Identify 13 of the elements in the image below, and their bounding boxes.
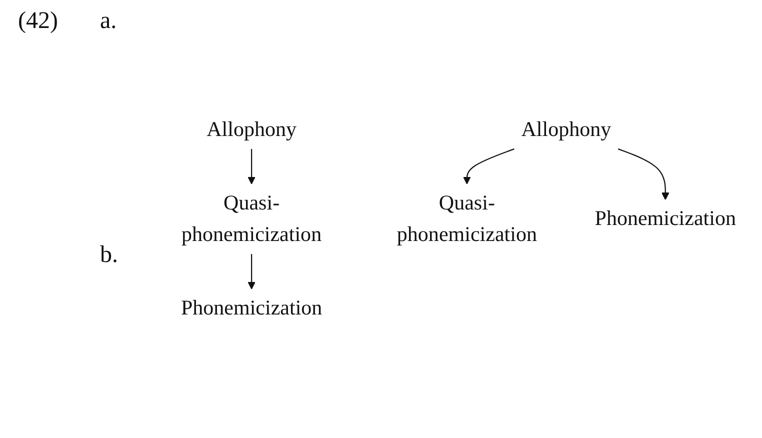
node-text: Quasi-phonemicization <box>182 192 322 246</box>
node-text: Phonemicization <box>594 208 736 230</box>
arrow <box>248 148 256 184</box>
node-text: Allophony <box>521 118 612 142</box>
node-text: Phonemicization <box>180 296 322 320</box>
item-letter: a. <box>100 8 117 35</box>
node-text: Allophony <box>206 118 297 142</box>
arrow <box>463 148 514 184</box>
example-number: (42) <box>18 8 58 35</box>
node-text: Quasi-phonemicization <box>396 192 537 246</box>
arrow <box>248 254 256 290</box>
arrow <box>618 148 670 200</box>
item-letter: b. <box>100 242 118 269</box>
